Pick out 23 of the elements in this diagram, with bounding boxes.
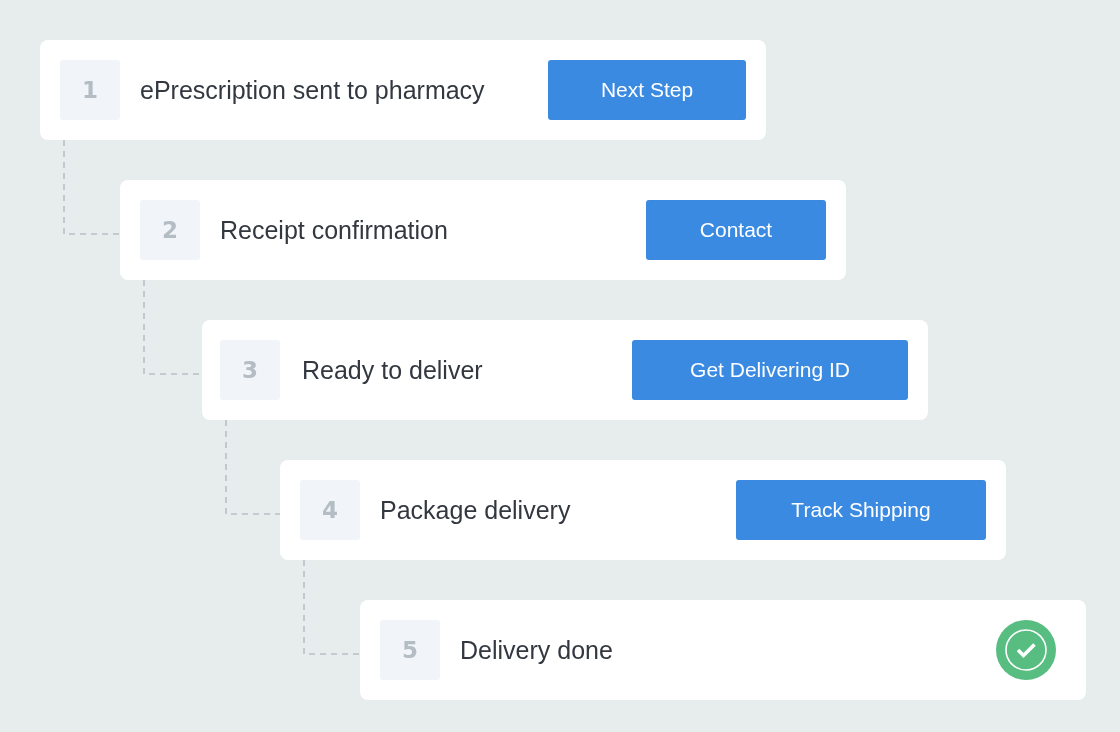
step-number: 5 bbox=[380, 620, 440, 680]
step-title: Ready to deliver bbox=[302, 355, 483, 385]
action-button: Next Step bbox=[548, 60, 746, 120]
step-card bbox=[40, 40, 766, 140]
step-title: Receipt confirmation bbox=[220, 215, 448, 245]
step-number: 4 bbox=[300, 480, 360, 540]
dashed-connector bbox=[225, 419, 281, 515]
step-card bbox=[280, 460, 1006, 560]
step-number: 3 bbox=[220, 340, 280, 400]
step-title: Package delivery bbox=[380, 495, 571, 525]
step-title: ePrescription sent to pharmacy bbox=[140, 75, 485, 105]
check-icon bbox=[996, 620, 1056, 680]
step-card bbox=[202, 320, 928, 420]
dashed-connector bbox=[63, 139, 121, 235]
action-button: Track Shipping bbox=[736, 480, 986, 540]
step-number: 2 bbox=[140, 200, 200, 260]
action-button: Get Delivering ID bbox=[632, 340, 908, 400]
dashed-connector bbox=[303, 559, 361, 655]
action-button: Contact bbox=[646, 200, 826, 260]
step-number: 1 bbox=[60, 60, 120, 120]
step-card bbox=[120, 180, 846, 280]
step-title: Delivery done bbox=[460, 635, 613, 665]
step-card bbox=[360, 600, 1086, 700]
